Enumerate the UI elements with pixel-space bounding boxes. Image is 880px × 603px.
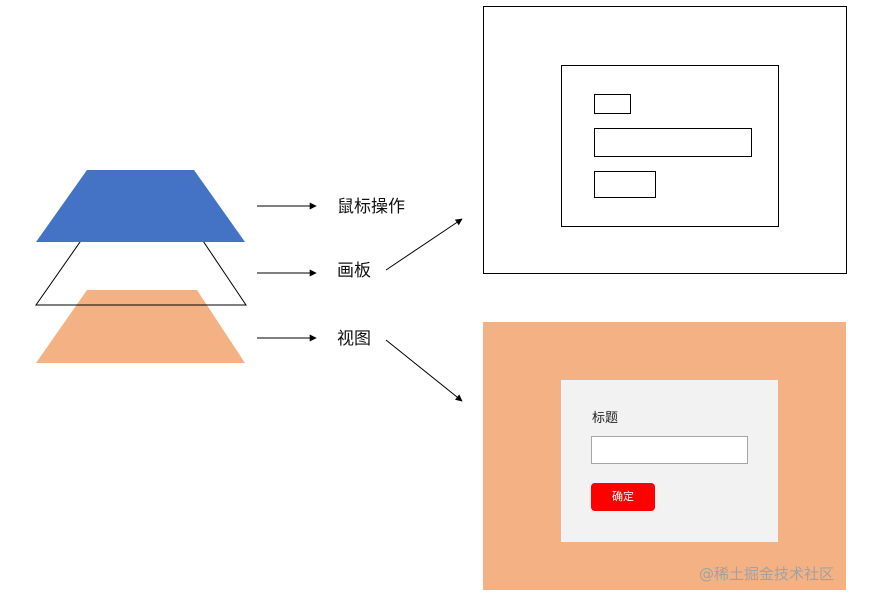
canvas-preview-arrow (385, 218, 463, 271)
form-title-label: 标题 (592, 411, 619, 426)
form-title-input[interactable] (591, 436, 748, 464)
watermark-text: @稀土掘金技术社区 (699, 565, 835, 583)
view-layer-trapezoid (36, 290, 245, 363)
mouse-layer-label: 鼠标操作 (337, 197, 405, 217)
view-preview-arrow (385, 339, 463, 402)
canvas-preview-card (561, 65, 779, 227)
mouse-layer-trapezoid (36, 170, 245, 242)
view-layer-label: 视图 (337, 329, 371, 349)
wireframe-title-box (594, 94, 631, 114)
confirm-button[interactable]: 确定 (591, 483, 655, 511)
wireframe-button-box (594, 171, 656, 198)
canvas-layer-label: 画板 (337, 261, 371, 281)
wireframe-input-box (594, 128, 752, 157)
